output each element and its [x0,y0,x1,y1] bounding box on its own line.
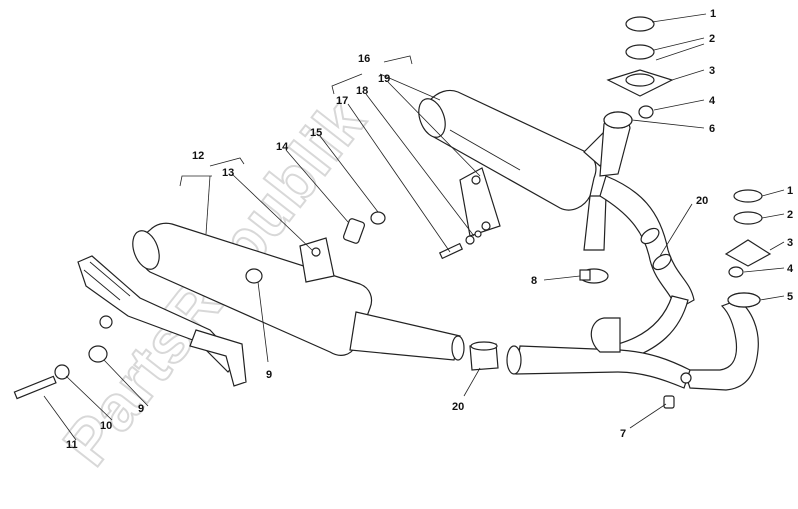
rear-muffler [418,89,627,251]
callout-2-upper: 2 [709,33,715,45]
lower-flange-stack [724,189,772,308]
callout-14: 14 [276,141,289,153]
callout-15: 15 [310,127,322,139]
callout-2-lower: 2 [787,209,793,221]
callout-3-upper: 3 [709,65,715,77]
callout-1-lower: 1 [787,185,793,197]
front-header-pipe [506,292,761,391]
callout-13: 13 [222,167,234,179]
rear-mount-parts [342,211,482,260]
footpeg-bracket [77,255,247,387]
callout-labels: 1 2 3 4 6 1 2 3 4 5 7 8 9 9 10 11 12 13 … [66,8,794,451]
callout-6: 6 [709,123,715,135]
callout-20-lower: 20 [452,401,464,413]
callout-9-rear: 9 [138,403,144,415]
callout-1-upper: 1 [710,8,716,20]
callout-17: 17 [336,95,348,107]
upper-flange-stack [603,16,674,129]
front-muffler [132,222,465,361]
callout-4-upper: 4 [709,95,716,107]
callout-7: 7 [620,428,626,440]
callout-3-lower: 3 [787,237,793,249]
callout-12: 12 [192,150,204,162]
leader-lines [43,13,785,441]
front-mount-parts [13,268,263,400]
callout-10: 10 [100,420,112,432]
bolt-7 [663,395,675,409]
callout-18: 18 [356,85,368,97]
callout-11: 11 [66,439,78,451]
callout-8: 8 [531,275,537,287]
rear-header-pipe [599,111,695,311]
callout-20-upper: 20 [696,195,708,207]
callout-19: 19 [378,73,390,85]
callout-4-lower: 4 [787,263,794,275]
pipe-clamp [579,268,609,284]
callout-5: 5 [787,291,793,303]
callout-16: 16 [358,53,370,65]
callout-9-front: 9 [266,369,272,381]
